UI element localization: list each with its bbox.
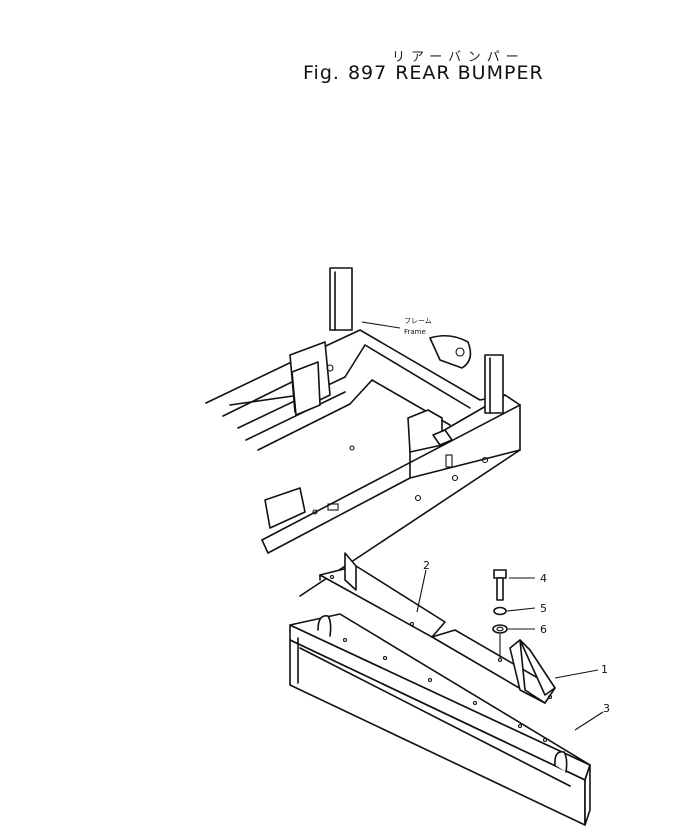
washer-part-6: [492, 624, 535, 658]
title-english: REAR BUMPER: [395, 62, 544, 84]
frame-note-en: Frame: [404, 328, 426, 336]
leader-part-1: [554, 669, 599, 679]
frame-drawing: フレーム Frame: [205, 267, 521, 597]
fig-label: Fig.: [303, 62, 340, 84]
part-label-4: 4: [540, 572, 547, 585]
part-label-3: 3: [603, 702, 610, 715]
part-label-5: 5: [540, 602, 547, 615]
bolt-part-4: [493, 569, 535, 601]
part-label-1: 1: [601, 663, 608, 676]
title-japanese: リアーバンパー: [392, 50, 525, 65]
part-label-6: 6: [540, 623, 547, 636]
part-label-2: 2: [423, 559, 430, 572]
bumper-box-part-3: [289, 613, 604, 826]
figure-title: Fig. 897 REAR BUMPER: [303, 62, 552, 84]
bracket-plate-part-2: [319, 552, 556, 704]
washer-part-5: [493, 606, 536, 616]
frame-note-jp: フレーム: [404, 317, 432, 325]
fig-number: 897: [347, 62, 388, 84]
